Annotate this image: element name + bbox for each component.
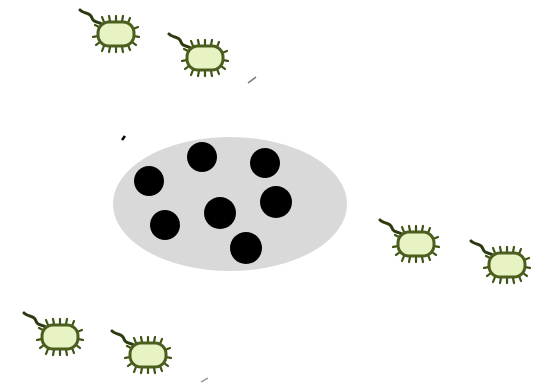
bacterium-icon	[380, 220, 439, 262]
particle	[150, 210, 180, 240]
host-cell	[113, 137, 347, 271]
bacterium-icon	[471, 241, 530, 283]
particle	[230, 232, 262, 264]
stray-mark	[201, 378, 208, 382]
stray-mark	[122, 136, 125, 140]
bacterium-icon	[24, 313, 83, 355]
bacterium-icon	[80, 10, 139, 52]
particle	[204, 197, 236, 229]
particle	[134, 166, 164, 196]
bacterium-icon	[169, 34, 228, 76]
particle	[260, 186, 292, 218]
particle	[187, 142, 217, 172]
bacterium-icon	[112, 331, 171, 373]
particle	[250, 148, 280, 178]
stray-mark	[248, 77, 256, 83]
